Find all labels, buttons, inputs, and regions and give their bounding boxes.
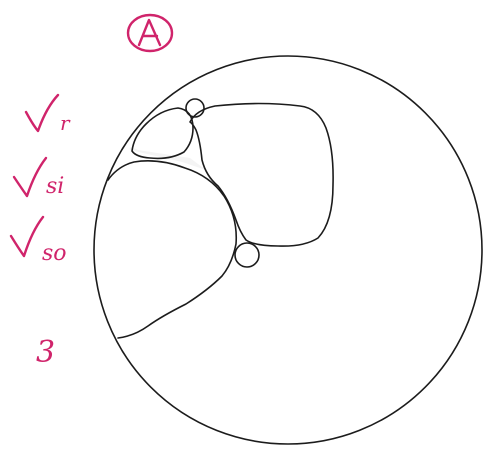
lower-left-shape — [107, 160, 238, 339]
annotation-text: r — [60, 111, 71, 135]
label-glyph-a — [137, 18, 162, 47]
label-text: A — [150, 38, 151, 41]
small-upper-shape — [131, 107, 194, 160]
annotation-item-si: si — [12, 156, 64, 199]
small-top-circle — [185, 98, 205, 118]
check-mark-icon — [9, 215, 45, 258]
annotation-text: si — [46, 174, 64, 199]
annotation-item-r: r — [24, 93, 71, 135]
small-middle-circle — [234, 242, 260, 268]
annotation-text: so — [42, 241, 67, 266]
outer-circle — [93, 55, 483, 445]
annotation-item-3: 3 — [36, 335, 55, 370]
annotation-text: 3 — [36, 335, 55, 370]
circled-label: A — [126, 13, 174, 53]
annotation-list: r si so 3 — [9, 93, 71, 370]
shaded-gap — [129, 147, 206, 170]
label-circle — [126, 13, 174, 53]
circle-figure — [93, 55, 483, 445]
annotation-item-so: so — [9, 215, 67, 266]
large-shape — [189, 102, 334, 247]
check-mark-icon — [12, 156, 48, 198]
check-mark-icon — [24, 93, 60, 133]
